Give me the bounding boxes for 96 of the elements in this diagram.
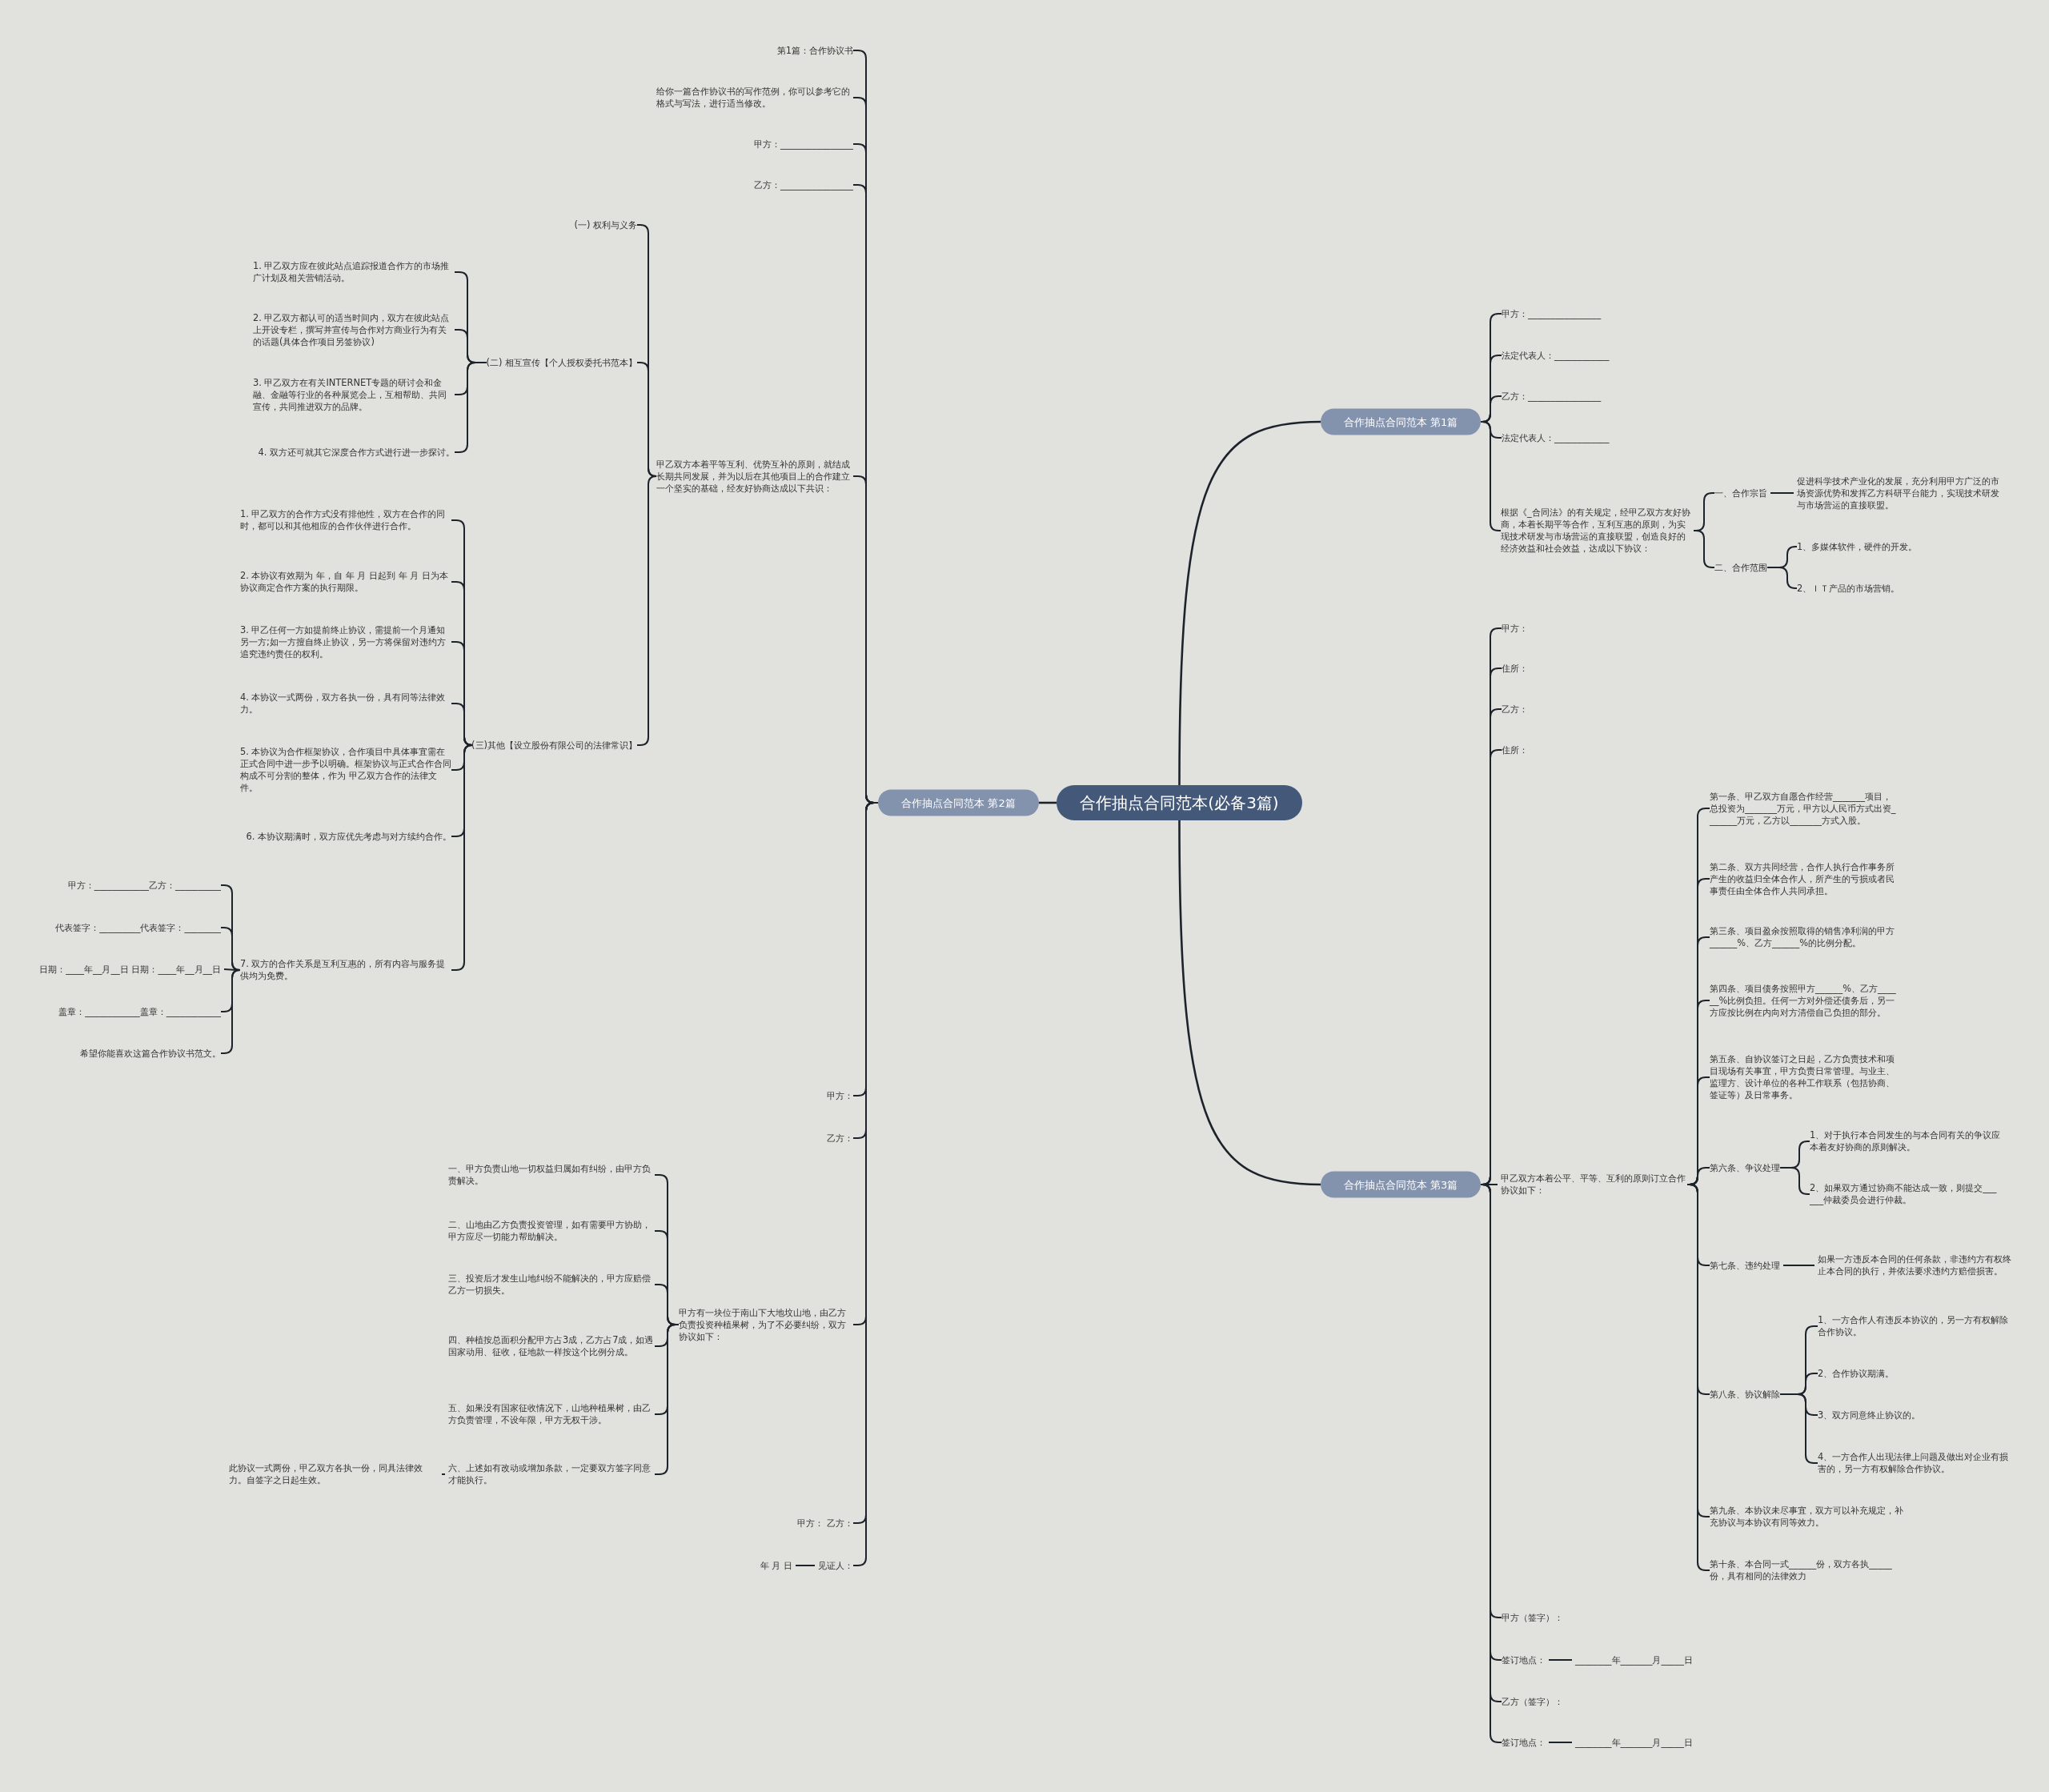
topic-text: 3. 甲乙任何一方如提前终止协议，需提前一个月通知另一方;如一方擅自终止协议，另一方将保留对违约方追究违约责任的权利。 [240, 623, 451, 660]
topic-text: 乙方（签字）： [1502, 1695, 1563, 1708]
topic-text: 代表签字：_________代表签字：________ [55, 921, 221, 934]
topic-text: 1、一方合作人有违反本协议的，另一方有权解除合作协议。 [1818, 1314, 2013, 1338]
topic-text: 年 月 日 [760, 1559, 792, 1572]
connector-line [636, 475, 657, 746]
connector-line [1770, 492, 1794, 494]
topic-text: 签订地点： [1502, 1654, 1546, 1666]
topic-text: 2、ＩＴ产品的市场营销。 [1797, 582, 1900, 595]
connector-line [795, 1565, 816, 1566]
topic-text: 2、合作协议期满。 [1818, 1367, 1895, 1380]
connector-line [220, 969, 241, 1054]
topic-text: 一、甲方负责山地一切权益归属如有纠纷，由甲方负责解决。 [448, 1163, 655, 1187]
topic-text: 签订地点： [1502, 1736, 1546, 1749]
branch-topic: 合作抽点合同范本 第3篇 [1321, 1171, 1481, 1198]
topic-text: 第九条、本协议未尽事宜，双方可以补充规定，补充协议与本协议有同等效力。 [1710, 1505, 1908, 1529]
topic-text: 4. 双方还可就其它深度合作方式进行进一步探讨。 [258, 446, 455, 459]
topic-text: 甲方：________________ [753, 138, 853, 150]
topic-text: 第四条、项目债务按照甲方______%、乙方______%比例负担。任何一方对外偿还债务后，另一方应按比例在内向对方清偿自己负担的部分。 [1710, 982, 1899, 1019]
connector-line [1693, 530, 1715, 568]
branch-topic: 合作抽点合同范本 第2篇 [878, 789, 1039, 816]
connector-line [1548, 1659, 1573, 1661]
topic-text: 第三条、项目盈余按照取得的销售净利润的甲方______%、乙方______%的比例分配。 [1710, 925, 1899, 949]
branch-topic: 合作抽点合同范本 第1篇 [1321, 408, 1481, 435]
topic-text: 二、山地由乙方负责投资管理，如有需要甲方协助，甲方应尽一切能力帮助解决。 [448, 1219, 655, 1243]
topic-text: 第二条、双方共同经营，合作人执行合作事务所产生的收益归全体合作人，所产生的亏损或者民事责任由全体合作人共同承担。 [1710, 860, 1899, 897]
connector-line [1779, 1167, 1810, 1195]
topic-text: 日期：____年__月__日 日期：____年__月__日 [39, 963, 221, 976]
topic-text: 住所： [1502, 744, 1528, 756]
connector-line [441, 1473, 446, 1475]
topic-text: 4. 本协议一式两份，双方各执一份，具有同等法律效力。 [240, 692, 451, 716]
topic-text: 如果一方违反本合同的任何条款，非违约方有权终止本合同的执行，并依法要求违约方赔偿损害。 [1818, 1253, 2013, 1277]
topic-text: 甲方： 乙方： [797, 1517, 853, 1529]
topic-text: 住所： [1502, 662, 1528, 675]
topic-text: 第五条、自协议签订之日起，乙方负责技术和项目现场有关事宜，甲方负责日常管理。与业主、监理方、设计单位的各种工作联系（包括协商、签证等）及日常事务。 [1710, 1053, 1899, 1101]
topic-text: 甲方（签字）： [1502, 1611, 1563, 1624]
connector-line [1178, 420, 1321, 785]
topic-text: 5. 本协议为合作框架协议，合作项目中具体事宜需在正式合同中进一步予以明确。框架协议与正式合作合同构成不可分割的整体，作为 甲乙双方合作的法律文件。 [240, 746, 451, 794]
topic-text: 四、种植按总面积分配甲方占3成，乙方占7成，如遇国家动用、征收，征地款一样按这个比例分成。 [448, 1334, 655, 1358]
topic-text: 第1篇：合作协议书 [776, 44, 853, 57]
topic-text: 甲乙双方本着平等互利、优势互补的原则，就结成长期共同发展，并为以后在其他项目上的合作建立一个坚实的基础，经友好协商达成以下共识： [656, 458, 853, 495]
connector-line [1782, 1265, 1815, 1266]
topic-text: 4、一方合作人出现法律上问题及做出对企业有损害的，另一方有权解除合作协议。 [1818, 1451, 2013, 1475]
topic-text: ________年_______月_____日 [1575, 1736, 1693, 1749]
topic-text: 第一条、甲乙双方自愿合作经营_______项目，总投资为_______万元，甲方以人民币方式出资_______万元，乙方以_______方式入股。 [1710, 790, 1899, 827]
topic-text: 甲方有一块位于南山下大地坟山地，由乙方负责投资种植果树，为了不必要纠纷，双方协议如下： [679, 1306, 853, 1343]
topic-text: 五、如果没有国家征收情况下，山地种植果树，由乙方负责管理，不设年限，甲方无权干涉。 [448, 1402, 655, 1426]
topic-text: 此协议一式两份，甲乙双方各执一份，同具法律效力。自签字之日起生效。 [229, 1462, 439, 1486]
connector-line [1178, 820, 1321, 1186]
topic-text: 乙方：________________ [1502, 390, 1602, 403]
topic-text: 一、合作宗旨 [1714, 487, 1767, 499]
topic-text: 2. 甲乙双方都认可的适当时间内，双方在彼此站点上开设专栏，撰写并宣传与合作对方商业行为有关的话题(具体合作项目另签协议) [253, 311, 455, 348]
connector-line [1483, 1184, 1498, 1185]
connector-line [1548, 1742, 1573, 1743]
topic-text: 2、如果双方通过协商不能达成一致，则提交______仲裁委员会进行仲裁。 [1810, 1182, 2001, 1206]
topic-text: 二、合作范围 [1714, 561, 1767, 574]
topic-text: 甲乙双方本着公平、平等、互利的原则订立合作协议如下： [1501, 1173, 1687, 1197]
topic-text: 见证人： [818, 1559, 853, 1572]
topic-text: 3、双方同意终止协议的。 [1818, 1409, 1921, 1421]
topic-text: 1、多媒体软件，硬件的开发。 [1797, 540, 1918, 553]
topic-text: (二) 相互宣传【个人授权委托书范本】 [486, 356, 637, 369]
topic-text: 三、投资后才发生山地纠纷不能解决的，甲方应赔偿乙方一切损失。 [448, 1273, 655, 1297]
topic-text: 甲方： [1502, 622, 1528, 635]
topic-text: 促进科学技术产业化的发展，充分利用甲方广泛的市场资源优势和发挥乙方科研平台能力，实现技术研发与市场营运的直接联盟。 [1797, 475, 2001, 511]
topic-text: ________年_______月_____日 [1575, 1654, 1693, 1666]
topic-text: 第六条、争议处理 [1710, 1161, 1780, 1174]
topic-text: 1. 甲乙双方的合作方式没有排他性，双方在合作的同时，都可以和其他相应的合作伙伴进行合作。 [240, 508, 451, 532]
topic-text: 乙方： [827, 1132, 853, 1145]
topic-text: (三)其他【设立股份有限公司的法律常识】 [471, 739, 637, 752]
topic-text: 希望你能喜欢这篇合作协议书范文。 [80, 1047, 221, 1060]
topic-text: 盖章：____________盖章：____________ [58, 1005, 221, 1018]
topic-text: 1、对于执行本合同发生的与本合同有关的争议应本着友好协商的原则解决。 [1810, 1129, 2001, 1153]
central-topic: 合作抽点合同范本(必备3篇) [1057, 785, 1302, 820]
topic-text: 1. 甲乙双方应在彼此站点追踪报道合作方的市场推广计划及相关营销活动。 [253, 260, 455, 284]
topic-text: 甲方：____________乙方：__________ [67, 879, 221, 892]
connector-line [1480, 421, 1502, 531]
topic-text: 3. 甲乙双方在有关INTERNET专题的研讨会和金融、金融等行业的各种展览会上，互相帮助、共同宣传，共同推进双方的品牌。 [253, 376, 455, 413]
topic-text: 2. 本协议有效期为 年，自 年 月 日起到 年 月 日为本协议商定合作方案的执行期限。 [240, 570, 451, 594]
connector-line [1766, 567, 1798, 589]
topic-text: 第八条、协议解除 [1710, 1388, 1780, 1401]
topic-text: 7. 双方的合作关系是互利互惠的，所有内容与服务提供均为免费。 [240, 958, 451, 982]
topic-text: 六、上述如有改动或增加条款，一定要双方签字同意才能执行。 [448, 1462, 655, 1486]
topic-text: 甲方： [827, 1089, 853, 1102]
topic-text: 乙方：________________ [753, 178, 853, 191]
connector-line [1039, 801, 1057, 804]
topic-text: 法定代表人：____________ [1502, 349, 1610, 362]
topic-text: 6. 本协议期满时，双方应优先考虑与对方续约合作。 [246, 830, 451, 843]
topic-text: 甲方：________________ [1502, 307, 1602, 320]
topic-text: 法定代表人：____________ [1502, 431, 1610, 444]
topic-text: (一) 权利与义务 [574, 218, 637, 231]
topic-text: 给你一篇合作协议书的写作范例，你可以参考它的格式与写法，进行适当修改。 [656, 86, 853, 110]
topic-text: 第十条、本合同一式______份，双方各执_____份，具有相同的法律效力 [1710, 1558, 1908, 1582]
topic-text: 乙方： [1502, 703, 1528, 716]
topic-text: 第七条、违约处理 [1710, 1259, 1780, 1272]
topic-text: 根据《_合同法》的有关规定，经甲乙双方友好协商，本着长期平等合作，互利互惠的原则，为实现技术研发与市场营运的直接联盟，创造良好的经济效益和社会效益，达成以下协议： [1501, 507, 1694, 555]
connector-line [223, 968, 238, 971]
